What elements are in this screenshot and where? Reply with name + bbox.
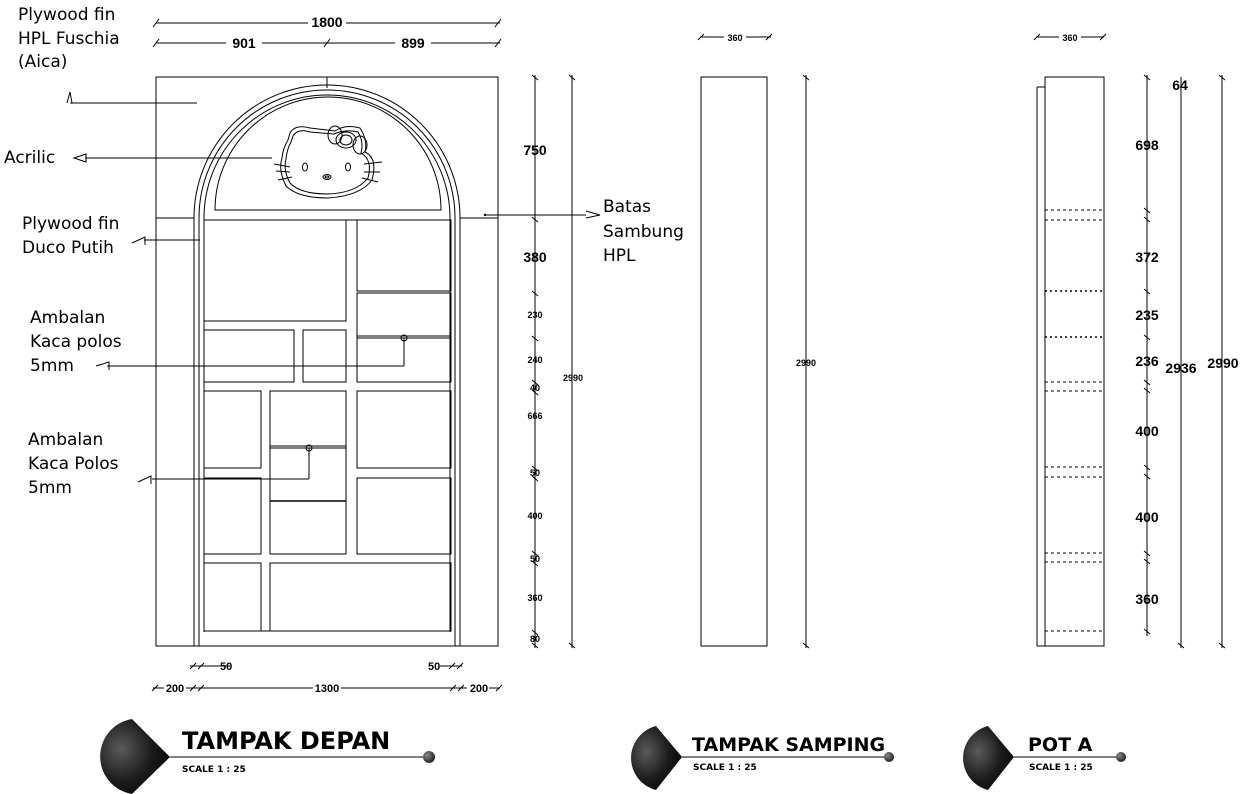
scale-side: SCALE 1 : 25: [693, 763, 757, 773]
title-tampak-depan: TAMPAK DEPAN: [182, 727, 390, 755]
vdim-3: 240: [527, 355, 542, 365]
annotation-hpl-fuschia: Plywood fin HPL Fuschia (Aica): [18, 5, 120, 72]
vdim-0: 750: [523, 142, 547, 158]
sdim-2: 235: [1135, 307, 1159, 323]
vdim-2: 230: [527, 310, 542, 320]
side-width-dim: 360: [727, 33, 742, 43]
sdim-3: 236: [1135, 353, 1159, 369]
dim-side-left: 200: [166, 683, 184, 695]
svg-text:5mm: 5mm: [30, 356, 74, 376]
scale-front: SCALE 1 : 25: [182, 765, 246, 775]
dim-side-right: 200: [470, 683, 488, 695]
scale-section: SCALE 1 : 25: [1029, 763, 1093, 773]
title-end-dot-icon: [1116, 752, 1126, 762]
annotation-batas-sambung: Batas Sambung HPL: [603, 197, 684, 266]
title-end-dot-icon: [884, 752, 894, 762]
svg-text:Plywood fin: Plywood fin: [18, 5, 115, 25]
annotation-duco-putih: Plywood fin Duco Putih: [22, 214, 119, 258]
dim-center: 1300: [315, 683, 339, 695]
svg-text:HPL: HPL: [603, 246, 636, 266]
hello-kitty-acrylic-motif: [273, 125, 383, 199]
sdim-4: 400: [1135, 423, 1159, 439]
section-inner-height: 2936: [1165, 360, 1196, 376]
side-height-dim: 2990: [796, 358, 816, 368]
svg-text:Ambalan: Ambalan: [30, 308, 105, 328]
acrylic-arch-panel: [214, 96, 442, 211]
title-block-side: TAMPAK SAMPING SCALE 1 : 25: [631, 726, 894, 790]
svg-text:5mm: 5mm: [28, 478, 72, 498]
arch-outer: [193, 84, 461, 646]
vdim-8: 50: [530, 554, 540, 564]
title-tampak-samping: TAMPAK SAMPING: [692, 734, 885, 756]
title-end-dot-icon: [423, 751, 435, 763]
sdim-0: 698: [1135, 137, 1159, 153]
svg-text:Ambalan: Ambalan: [28, 430, 103, 450]
annotation-ambalan-2: Ambalan Kaca Polos 5mm: [28, 430, 119, 498]
svg-text:Kaca Polos: Kaca Polos: [28, 454, 119, 474]
overall-height-dim: 2990: [563, 373, 583, 383]
outer-panel: [155, 76, 499, 647]
front-view: 1800 901 899 50 50 200 1300 200: [66, 14, 601, 695]
section-top-offset: 64: [1172, 77, 1188, 93]
svg-text:Duco Putih: Duco Putih: [22, 238, 114, 258]
vdim-5: 666: [527, 411, 542, 421]
sdim-5: 400: [1135, 509, 1159, 525]
title-marker-icon: [100, 719, 170, 794]
dim-left-width: 901: [232, 35, 256, 51]
dim-right-width: 899: [401, 35, 425, 51]
vdim-7: 400: [527, 511, 542, 521]
vdim-1: 380: [523, 249, 547, 265]
title-pot-a: POT A: [1028, 734, 1093, 756]
svg-text:Sambung: Sambung: [603, 222, 684, 242]
svg-text:HPL Fuschia: HPL Fuschia: [18, 29, 120, 49]
title-block-section: POT A SCALE 1 : 25: [963, 726, 1126, 790]
title-marker-icon: [631, 726, 682, 790]
sdim-1: 372: [1135, 249, 1159, 265]
title-block-front: TAMPAK DEPAN SCALE 1 : 25: [100, 719, 435, 794]
side-view: 360 2990: [697, 32, 816, 649]
shelf-grid: [203, 219, 452, 632]
annotation-ambalan-1: Ambalan Kaca polos 5mm: [30, 308, 122, 376]
dim-total-width: 1800: [311, 14, 342, 30]
svg-text:(Aica): (Aica): [18, 52, 67, 72]
vdim-9: 360: [527, 593, 542, 603]
dim-frame-left: 50: [220, 661, 232, 673]
sdim-6: 360: [1135, 591, 1159, 607]
title-marker-icon: [963, 726, 1014, 790]
side-panel: [700, 76, 768, 647]
annotation-acrilic: Acrilic: [4, 148, 55, 168]
section-width-dim: 360: [1062, 33, 1077, 43]
svg-text:Batas: Batas: [603, 197, 651, 217]
dim-frame-right: 50: [428, 661, 440, 673]
svg-text:Kaca polos: Kaca polos: [30, 332, 122, 352]
section-overall-height: 2990: [1207, 355, 1238, 371]
vdim-10: 80: [530, 634, 540, 644]
svg-text:Plywood fin: Plywood fin: [22, 214, 119, 234]
vdim-4: 40: [530, 383, 540, 393]
section-view: 360 64 698 372: [1033, 32, 1239, 649]
vdim-6: 50: [530, 468, 540, 478]
